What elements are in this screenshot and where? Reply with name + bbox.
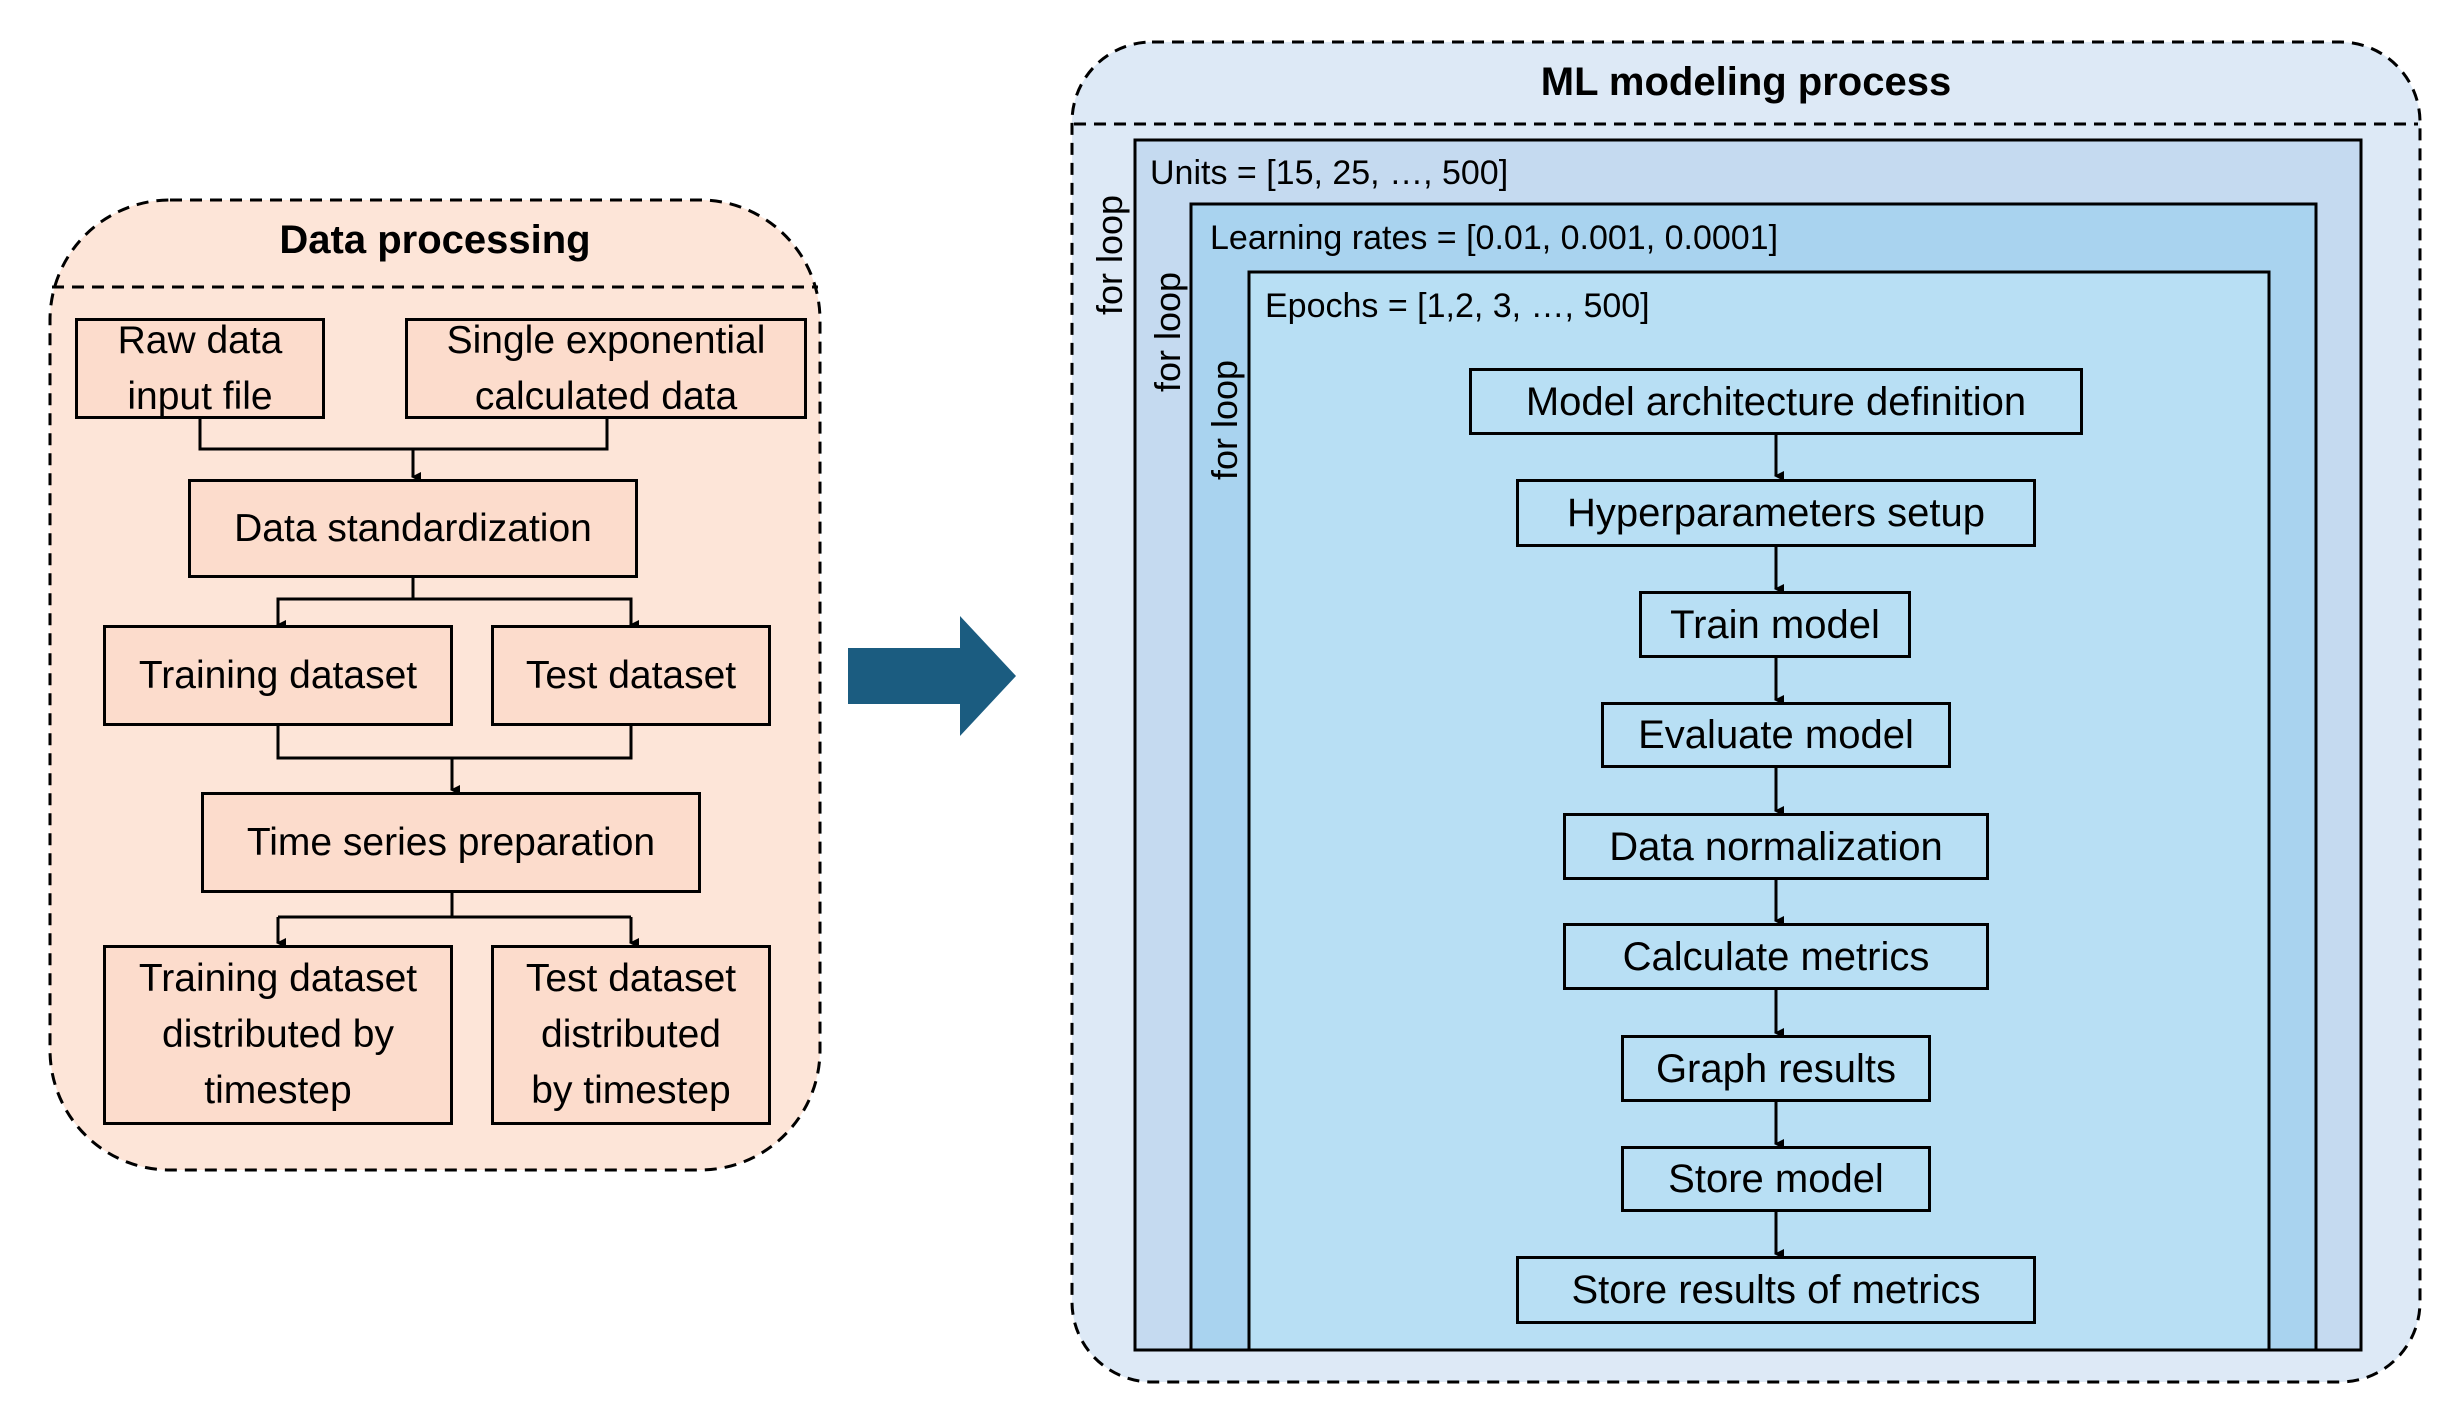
step-calculate-metrics: Calculate metrics — [1563, 923, 1989, 990]
left-connectors — [198, 417, 639, 948]
step-train-model: Train model — [1639, 591, 1911, 658]
training-dataset-timestep-box: Training dataset distributed by timestep — [103, 945, 453, 1125]
ml-modeling-title: ML modeling process — [1540, 60, 1952, 104]
step-hyperparameters-setup: Hyperparameters setup — [1516, 479, 2036, 547]
learning-rates-for-loop-label: for loop — [1147, 271, 1188, 392]
test-dataset-box: Test dataset — [491, 625, 771, 726]
raw-data-input-box: Raw data input file — [75, 318, 325, 419]
training-dataset-box: Training dataset — [103, 625, 453, 726]
data-processing-title: Data processing — [279, 218, 591, 262]
single-exponential-box: Single exponential calculated data — [405, 318, 807, 419]
units-loop-header: Units = [15, 25, …, 500] — [1150, 154, 1509, 192]
step-store-model: Store model — [1621, 1146, 1931, 1212]
units-for-loop-label: for loop — [1089, 194, 1130, 315]
epochs-loop-header: Epochs = [1,2, 3, …, 500] — [1265, 287, 1650, 325]
step-store-results-metrics: Store results of metrics — [1516, 1256, 2036, 1324]
flow-arrow-icon — [848, 616, 1016, 736]
test-dataset-timestep-box: Test dataset distributed by timestep — [491, 945, 771, 1125]
step-graph-results: Graph results — [1621, 1035, 1931, 1102]
data-standardization-box: Data standardization — [188, 479, 638, 578]
epochs-for-loop-label: for loop — [1204, 359, 1245, 480]
step-data-normalization: Data normalization — [1563, 813, 1989, 880]
time-series-preparation-box: Time series preparation — [201, 792, 701, 893]
step-evaluate-model: Evaluate model — [1601, 702, 1951, 768]
step-model-architecture: Model architecture definition — [1469, 368, 2083, 435]
learning-rates-loop-header: Learning rates = [0.01, 0.001, 0.0001] — [1210, 219, 1779, 257]
